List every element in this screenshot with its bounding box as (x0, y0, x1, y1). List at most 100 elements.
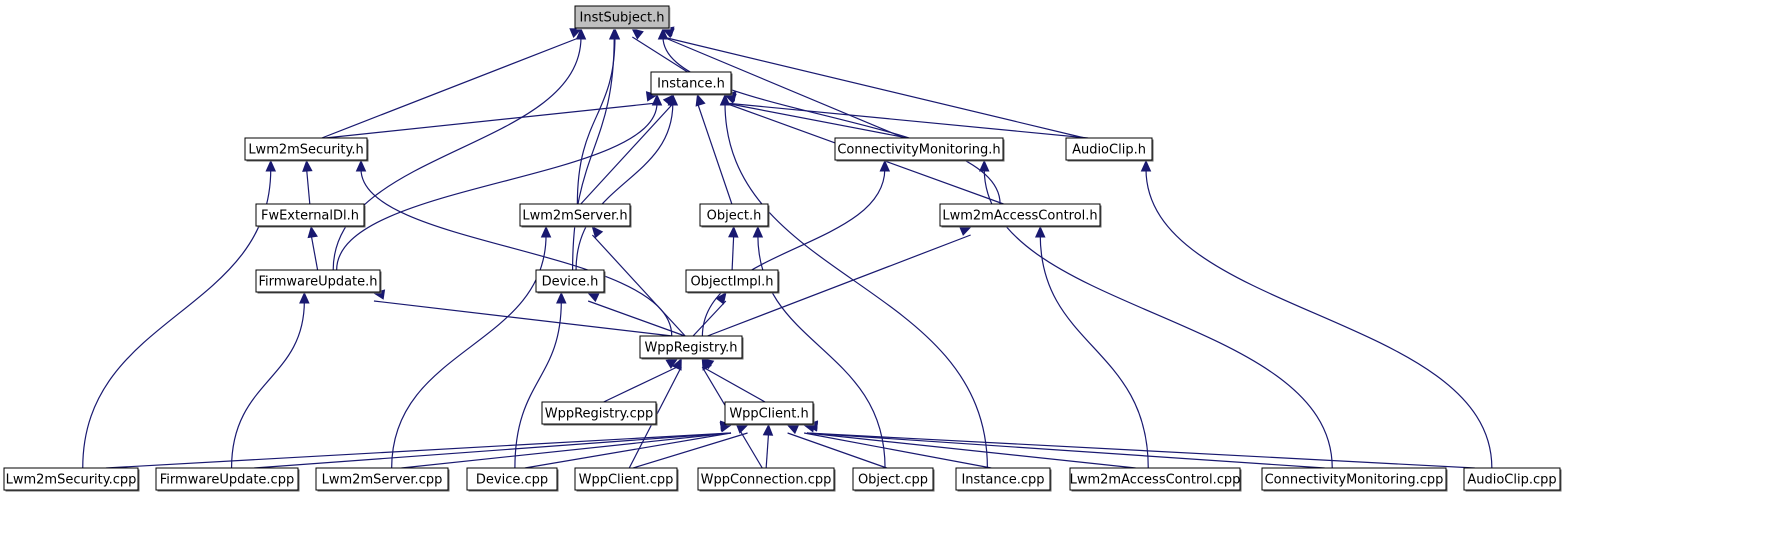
node-label: ConnectivityMonitoring.cpp (1265, 473, 1444, 488)
edge-audioclip-h-to-instsubject-h (662, 36, 1085, 139)
node-box (1463, 467, 1561, 491)
edge-lwm2msecurity-cpp-to-lwm2msecurity-h (82, 168, 272, 469)
node-box (3, 467, 139, 491)
node-firmwareupdate-cpp[interactable]: FirmwareUpdate.cpp (155, 467, 300, 492)
arrowhead-icon (715, 292, 727, 305)
node-label: Lwm2mServer.cpp (322, 473, 443, 488)
edge-lwm2msecurity-h-to-instance-h (325, 102, 658, 139)
edge-lwm2msecurity-h-to-instsubject-h (321, 36, 582, 139)
arrowhead-icon (1140, 159, 1152, 172)
arrowhead-icon (728, 225, 739, 238)
node-box (466, 467, 558, 491)
node-box (519, 203, 631, 227)
edge-firmwareupdate-h-to-fwexternaldl-h (310, 234, 319, 271)
arrowhead-icon (299, 291, 310, 304)
arrowhead-icon (302, 159, 313, 172)
node-box (574, 5, 670, 29)
node-lwm2mserver-h[interactable]: Lwm2mServer.h (519, 203, 632, 228)
edge-wppregistry-h-to-lwm2msecurity-h (360, 168, 673, 337)
node-device-h[interactable]: Device.h (535, 269, 606, 294)
node-wppconnection-cpp[interactable]: WppConnection.cpp (697, 467, 836, 492)
node-objectimpl-h[interactable]: ObjectImpl.h (685, 269, 780, 294)
node-label: ObjectImpl.h (690, 275, 773, 290)
node-connectivitymonitoring-h[interactable]: ConnectivityMonitoring.h (834, 137, 1005, 162)
node-wppclient-cpp[interactable]: WppClient.cpp (574, 467, 679, 492)
node-label: ConnectivityMonitoring.h (837, 143, 1000, 158)
node-fwexternaldl-h[interactable]: FwExternalDl.h (255, 203, 366, 228)
arrowhead-icon (587, 292, 600, 303)
node-wppregistry-h[interactable]: WppRegistry.h (639, 335, 744, 360)
arrowhead-icon (671, 357, 682, 371)
node-lwm2mserver-cpp[interactable]: Lwm2mServer.cpp (315, 467, 450, 492)
arrowhead-icon (307, 225, 318, 239)
edge-wppregistry-h-to-lwm2maccesscontrol-h (707, 234, 971, 337)
node-instance-cpp[interactable]: Instance.cpp (955, 467, 1052, 492)
node-box (1261, 467, 1447, 491)
node-box (1065, 137, 1153, 161)
edge-wppregistry-h-to-connectivitymonitoring-h (701, 168, 886, 337)
edge-device-h-to-instsubject-h (572, 36, 615, 271)
edge-wppregistry-h-to-lwm2mserver-h (591, 234, 686, 337)
node-firmwareupdate-h[interactable]: FirmwareUpdate.h (255, 269, 382, 294)
edge-wppclient-h-to-wppregistry-h (702, 366, 766, 403)
node-audioclip-h[interactable]: AudioClip.h (1065, 137, 1154, 162)
edge-firmwareupdate-h-to-instance-h (336, 102, 658, 271)
node-label: Lwm2mSecurity.h (248, 143, 363, 158)
node-box (1069, 467, 1241, 491)
arrowhead-icon (695, 93, 706, 107)
arrowhead-icon (667, 93, 679, 106)
node-wppregistry-cpp[interactable]: WppRegistry.cpp (541, 401, 658, 426)
edge-lwm2mserver-cpp-to-lwm2mserver-h (391, 234, 547, 469)
edge-objectimpl-h-to-object-h (731, 234, 735, 271)
node-label: WppRegistry.cpp (545, 407, 654, 422)
edge-wppconnection-cpp-to-wppclient-h (765, 432, 770, 469)
node-instsubject-h[interactable]: InstSubject.h (574, 5, 671, 30)
node-box (315, 467, 449, 491)
node-label: FwExternalDl.h (261, 209, 359, 224)
node-lwm2maccesscontrol-h[interactable]: Lwm2mAccessControl.h (939, 203, 1102, 228)
edge-connectivitymonitoring-h-to-instsubject-h (662, 36, 905, 139)
edge-firmwareupdate-cpp-to-wppclient-h (254, 432, 732, 469)
node-box (255, 269, 381, 293)
node-instance-h[interactable]: Instance.h (650, 71, 733, 96)
arrowhead-icon (609, 27, 621, 40)
node-box (574, 467, 678, 491)
node-box (639, 335, 743, 359)
edge-lwm2mserver-h-to-instsubject-h (576, 36, 616, 205)
node-connectivitymonitoring-cpp[interactable]: ConnectivityMonitoring.cpp (1261, 467, 1448, 492)
node-wppclient-h[interactable]: WppClient.h (724, 401, 815, 426)
node-box (650, 71, 732, 95)
edge-object-cpp-to-wppclient-h (787, 432, 887, 469)
edge-audioclip-cpp-to-audioclip-h (1145, 168, 1493, 469)
node-lwm2msecurity-cpp[interactable]: Lwm2mSecurity.cpp (3, 467, 140, 492)
node-label: Lwm2mServer.h (522, 209, 627, 224)
node-label: WppClient.h (729, 407, 808, 422)
arrowhead-icon (651, 93, 663, 106)
node-label: WppClient.cpp (579, 473, 674, 488)
node-device-cpp[interactable]: Device.cpp (466, 467, 559, 492)
node-lwm2maccesscontrol-cpp[interactable]: Lwm2mAccessControl.cpp (1069, 467, 1242, 492)
edge-wppregistry-cpp-to-wppregistry-h (603, 366, 678, 403)
node-label: Device.h (542, 275, 599, 290)
edge-wppregistry-h-to-objectimpl-h (692, 300, 727, 337)
edge-lwm2mserver-cpp-to-wppclient-h (401, 432, 732, 469)
edge-device-h-to-instance-h (575, 102, 674, 271)
arrowhead-icon (631, 28, 644, 40)
node-box (955, 467, 1051, 491)
node-audioclip-cpp[interactable]: AudioClip.cpp (1463, 467, 1562, 492)
arrowhead-icon (540, 225, 552, 238)
arrowhead-icon (735, 423, 749, 434)
node-box (685, 269, 779, 293)
edge-wppclient-cpp-to-wppclient-h (632, 432, 748, 469)
arrowhead-icon (575, 27, 587, 40)
node-label: Lwm2mSecurity.cpp (6, 473, 137, 488)
arrowhead-icon (569, 28, 583, 38)
edge-instance-cpp-to-instance-h (724, 102, 988, 469)
node-object-cpp[interactable]: Object.cpp (852, 467, 935, 492)
node-object-h[interactable]: Object.h (699, 203, 770, 228)
edge-instance-h-to-instsubject-h (632, 36, 688, 73)
node-lwm2msecurity-h[interactable]: Lwm2mSecurity.h (244, 137, 369, 162)
node-box (939, 203, 1101, 227)
node-box (852, 467, 934, 491)
